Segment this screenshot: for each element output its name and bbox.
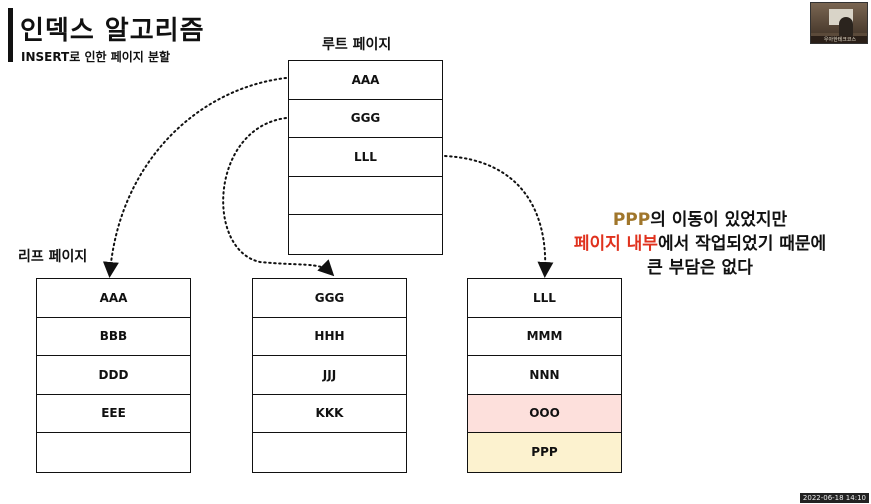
leaf-page-label: 리프 페이지 — [18, 249, 88, 265]
explanation-note: PPP의 이동이 있었지만 페이지 내부에서 작업되었기 때문에 큰 부담은 없… — [535, 208, 865, 280]
root-row: LLL — [289, 138, 442, 177]
note-line-1: PPP의 이동이 있었지만 — [535, 208, 865, 232]
root-row: GGG — [289, 100, 442, 138]
note-line-2: 페이지 내부에서 작업되었기 때문에 — [535, 232, 865, 256]
leaf-row — [253, 433, 406, 472]
leaf-row-moved-ooo: OOO — [468, 394, 621, 433]
webcam-presenter — [839, 17, 853, 37]
leaf-page-1: AAA BBB DDD EEE — [36, 278, 191, 473]
leaf-row: HHH — [253, 318, 406, 356]
leaf-row: AAA — [37, 279, 190, 318]
root-row — [289, 215, 442, 254]
arrow-lll-to-leaf-3 — [444, 155, 554, 278]
root-row — [289, 177, 442, 215]
note-line-3: 큰 부담은 없다 — [647, 258, 753, 278]
leaf-row-moved-ppp: PPP — [468, 433, 621, 472]
webcam-thumbnail: 우아한테크코스 — [810, 2, 868, 44]
leaf-row: GGG — [253, 279, 406, 318]
title-accent-bar — [8, 8, 13, 62]
leaf-row — [37, 433, 190, 472]
leaf-row: KKK — [253, 395, 406, 433]
leaf-row: DDD — [37, 356, 190, 395]
page-subtitle: INSERT로 인한 페이지 분할 — [21, 50, 171, 64]
page-title: 인덱스 알고리즘 — [20, 16, 205, 46]
leaf-page-3: LLL MMM NNN OOO PPP — [467, 278, 622, 473]
note-highlight-page-inside: 페이지 내부 — [573, 234, 658, 254]
webcam-caption: 우아한테크코스 — [811, 36, 867, 43]
leaf-row: EEE — [37, 395, 190, 433]
note-text: 의 이동이 있었지만 — [650, 210, 788, 230]
leaf-page-2: GGG HHH JJJ KKK — [252, 278, 407, 473]
arrow-aaa-to-leaf-1 — [102, 77, 287, 278]
root-page-label: 루트 페이지 — [322, 37, 392, 53]
root-page: AAA GGG LLL — [288, 60, 443, 255]
leaf-row: JJJ — [253, 356, 406, 395]
root-row: AAA — [289, 61, 442, 100]
note-highlight-ppp: PPP — [612, 210, 651, 230]
timestamp: 2022-06-18 14:10 — [799, 493, 869, 503]
leaf-row: NNN — [468, 356, 621, 395]
leaf-row: MMM — [468, 318, 621, 356]
note-text: 에서 작업되었기 때문에 — [657, 234, 827, 254]
leaf-row: BBB — [37, 318, 190, 356]
leaf-row: LLL — [468, 279, 621, 318]
